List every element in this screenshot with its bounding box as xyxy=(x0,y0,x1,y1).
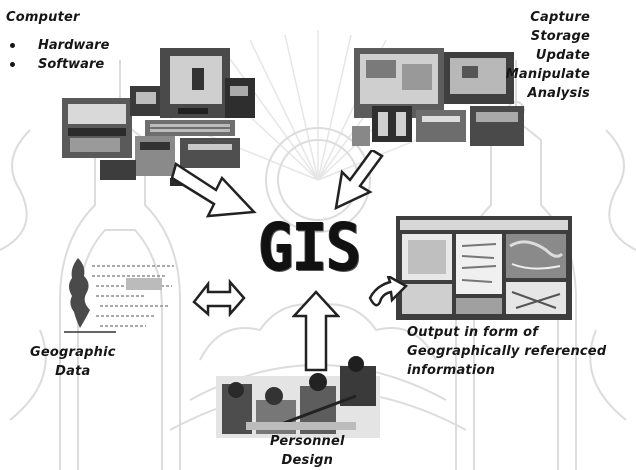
geographic-data-line: Data xyxy=(30,362,116,381)
list-item: Software xyxy=(6,55,109,74)
list-item: Hardware xyxy=(6,36,109,55)
map-output-photo-icon xyxy=(396,216,572,320)
geographic-data-label: Geographic Data xyxy=(30,343,116,381)
hollow-arrow-icon xyxy=(330,150,388,212)
hollow-arrow-icon xyxy=(292,290,340,372)
hollow-arrow-icon xyxy=(366,276,410,320)
process-functions-label: Capture Storage Update Manipulate Analys… xyxy=(506,8,590,103)
output-label: Output in form of Geographically referen… xyxy=(407,323,606,380)
geographic-data-line: Geographic xyxy=(30,343,116,362)
process-capture: Capture xyxy=(506,8,590,27)
hollow-arrow-icon xyxy=(190,276,246,318)
output-line: Geographically referenced xyxy=(407,342,606,361)
process-update: Update xyxy=(506,46,590,65)
process-storage: Storage xyxy=(506,27,590,46)
process-analysis: Analysis xyxy=(506,84,590,103)
personnel-line: Personnel xyxy=(270,432,345,451)
hollow-arrow-icon xyxy=(168,150,260,224)
computer-component-list: Hardware Software xyxy=(6,36,109,74)
process-manipulate: Manipulate xyxy=(506,65,590,84)
workstation-photo-icon xyxy=(352,40,527,150)
gis-center-title: GIS xyxy=(258,218,357,278)
computer-label: Computer xyxy=(6,8,80,27)
computer-title: Computer xyxy=(6,8,80,27)
output-line: Output in form of xyxy=(407,323,606,342)
personnel-line: Design xyxy=(270,451,345,470)
output-line: information xyxy=(407,361,606,380)
personnel-label: Personnel Design xyxy=(270,432,345,470)
map-data-photo-icon xyxy=(56,256,176,338)
